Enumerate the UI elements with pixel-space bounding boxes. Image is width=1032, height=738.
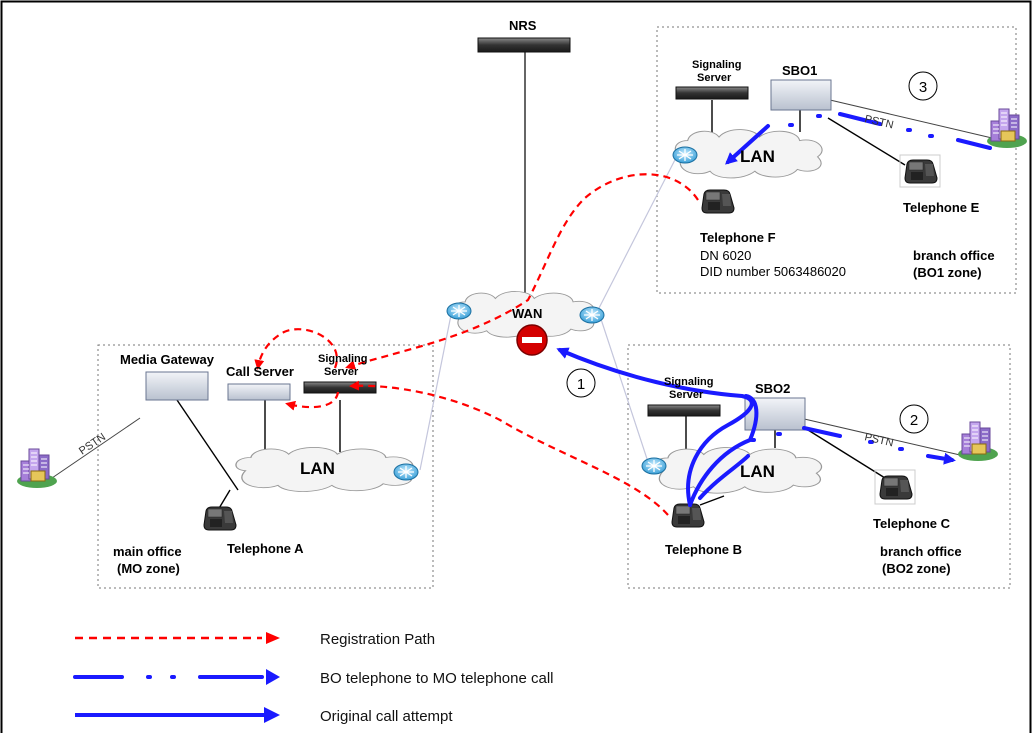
sbo2-label: SBO2 <box>755 381 790 396</box>
mo-zone-label: (MO zone) <box>117 561 180 576</box>
wan-router-right-icon <box>579 306 605 324</box>
sbo1-server-icon <box>770 79 832 111</box>
bo1-zone-box <box>656 26 1017 294</box>
telephone-f-did: DID number 5063486020 <box>700 264 846 279</box>
legend-registration-arrow <box>266 632 280 644</box>
sbo1-label: SBO1 <box>782 63 817 78</box>
legend-bo-to-mo-arrow <box>266 669 280 685</box>
telephone-b-icon <box>671 503 705 528</box>
step-3-circle <box>908 71 938 101</box>
original-call-paths <box>556 124 770 507</box>
legend-original-arrow <box>264 707 280 723</box>
bo2-branch-label: branch office <box>880 544 962 559</box>
bo1-zone-label: (BO1 zone) <box>913 265 982 280</box>
mo-signaling-server-label: Signaling Server <box>318 353 371 378</box>
telephone-c-frame <box>874 469 916 505</box>
bo2-signaling-server-label: Signaling Server <box>664 376 717 401</box>
telephone-a-icon <box>203 506 237 531</box>
bo2-pstn-building-icon <box>957 421 999 462</box>
telephone-b-label: Telephone B <box>665 542 742 557</box>
bo-to-mo-call-paths <box>750 112 992 460</box>
mo-pstn-label: PSTN <box>77 431 108 457</box>
mo-office-label: main office <box>113 544 182 559</box>
bo2-zone-box <box>627 344 1011 589</box>
legend: Registration Path BO telephone to MO tel… <box>73 631 553 725</box>
step-2-circle <box>899 404 929 434</box>
telephone-e-label: Telephone E <box>903 200 980 215</box>
bo1-signaling-server-icon <box>675 86 749 100</box>
wan-router-left-icon <box>446 302 472 320</box>
telephone-c-icon <box>879 475 913 500</box>
pstn-lines <box>51 99 993 479</box>
wan-label: WAN <box>512 306 542 321</box>
legend-original-label: Original call attempt <box>320 708 453 725</box>
bo1-router-icon <box>672 146 698 164</box>
step-1-label: 1 <box>577 376 585 393</box>
bo2-pstn-label: PSTN <box>863 431 894 449</box>
bo2-signaling-server-icon <box>647 404 721 417</box>
registration-paths <box>254 173 699 516</box>
mo-pstn-building-icon <box>16 448 58 489</box>
step-1-circle <box>566 368 596 398</box>
telephone-a-label: Telephone A <box>227 541 304 556</box>
bo2-lan-label: LAN <box>740 462 775 481</box>
nrs-label: NRS <box>509 18 537 33</box>
telephone-f-label: Telephone F <box>700 230 776 245</box>
call-server-icon <box>227 383 291 401</box>
telephone-e-frame <box>899 154 941 188</box>
media-gateway-label: Media Gateway <box>120 352 215 367</box>
media-gateway-icon <box>145 371 209 401</box>
bo1-signaling-server-label: Signaling Server <box>692 59 745 84</box>
bo2-lan-cloud <box>653 446 823 494</box>
mo-router-icon <box>393 463 419 481</box>
nrs-server-icon <box>477 37 571 53</box>
bo2-router-icon <box>641 457 667 475</box>
legend-bo-to-mo-label: BO telephone to MO telephone call <box>320 670 553 687</box>
bo1-branch-label: branch office <box>913 248 995 263</box>
call-server-label: Call Server <box>226 364 294 379</box>
legend-registration-label: Registration Path <box>320 631 435 648</box>
telephone-c-label: Telephone C <box>873 516 951 531</box>
telephone-f-dn: DN 6020 <box>700 248 751 263</box>
mo-signaling-server-icon <box>303 381 377 394</box>
telephone-f-icon <box>701 189 735 214</box>
bo2-zone-label: (BO2 zone) <box>882 561 951 576</box>
wan-blocked-bar <box>522 337 542 343</box>
step-2-label: 2 <box>910 412 918 429</box>
bo1-pstn-label: PSTN <box>863 113 894 131</box>
mo-lan-label: LAN <box>300 459 335 478</box>
mo-zone-box <box>97 344 434 589</box>
step-3-label: 3 <box>919 79 927 96</box>
bo1-lan-label: LAN <box>740 147 775 166</box>
bo1-pstn-building-icon <box>986 108 1028 149</box>
telephone-e-icon <box>904 159 938 184</box>
